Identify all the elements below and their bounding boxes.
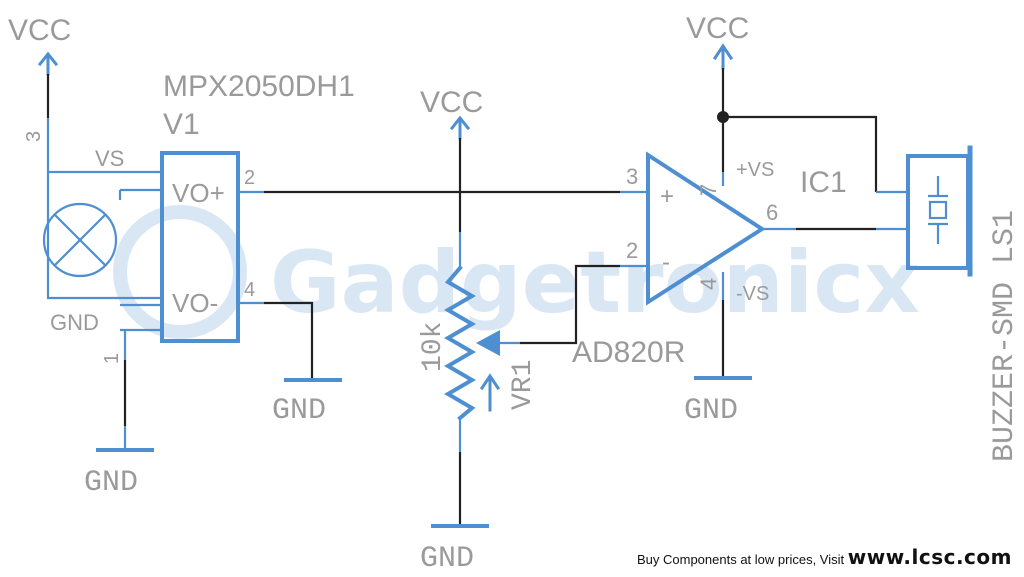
- opamp-pin6-number: 6: [766, 200, 778, 225]
- sensor-body: [160, 151, 240, 343]
- sensor-pin3-number: 3: [23, 131, 45, 142]
- pot-adjust-arrow: [479, 373, 501, 412]
- vcc-label-pot: VCC: [420, 86, 483, 119]
- vcc-symbol-pot: VCC: [420, 86, 483, 140]
- sensor-reference: V1: [163, 108, 200, 141]
- sensor-bridge-circle: [42, 202, 118, 278]
- pot-resistor-zigzag: [444, 265, 476, 421]
- sensor-pin-gnd-label: GND: [50, 310, 99, 335]
- buzzer-label: BUZZER-SMD LS1: [988, 210, 1022, 462]
- gnd-label-opamp: GND: [684, 394, 738, 428]
- sensor-pin1-number: 1: [101, 353, 123, 364]
- opamp-body: [646, 151, 766, 306]
- sensor-pin4-number: 4: [244, 279, 255, 301]
- sensor-pin-vo-minus: VO-: [172, 288, 218, 318]
- opamp-pin4-number: 4: [696, 278, 721, 290]
- footer-text: Buy Components at low prices, Visit: [636, 552, 848, 567]
- vcc-symbol-sensor: VCC: [8, 14, 71, 76]
- sensor-part-name: MPX2050DH1: [163, 70, 355, 103]
- gnd-label-pot: GND: [420, 542, 474, 576]
- vcc-label-opamp: VCC: [686, 12, 749, 45]
- sensor-pin-vs-label: VS: [95, 146, 124, 171]
- pot-reference: VR1: [508, 360, 539, 410]
- watermark: Gadgetronicx: [270, 233, 920, 333]
- pot-value: 10k: [418, 322, 449, 372]
- pot-wiper-arrow: [476, 330, 500, 356]
- opamp-pin7-number: 7: [696, 184, 721, 196]
- net-vo-minus: [264, 301, 314, 378]
- opamp-reference: IC1: [800, 166, 847, 199]
- gnd-label-sensor: GND: [84, 466, 138, 500]
- footer-link[interactable]: www.lcsc.com: [847, 545, 1012, 569]
- footer-credit: Buy Components at low prices, Visit www.…: [637, 545, 1012, 569]
- opamp-plus-sign: +: [660, 183, 674, 210]
- opamp-part-name: AD820R: [572, 336, 685, 369]
- gnd-label-vominus: GND: [272, 394, 326, 428]
- opamp-minus-sign: -: [662, 249, 670, 276]
- net-inverting: [520, 264, 620, 345]
- opamp-vs-plus: +VS: [736, 159, 774, 181]
- sensor-pin-vo-plus: VO+: [172, 178, 225, 208]
- opamp-vs-minus: -VS: [736, 283, 769, 305]
- sensor-pin2-number: 2: [244, 167, 255, 189]
- vcc-label-sensor: VCC: [8, 14, 71, 47]
- vcc-symbol-opamp: VCC: [686, 12, 749, 70]
- opamp-pin3-number: 3: [626, 164, 638, 189]
- opamp-pin2-number: 2: [626, 238, 638, 263]
